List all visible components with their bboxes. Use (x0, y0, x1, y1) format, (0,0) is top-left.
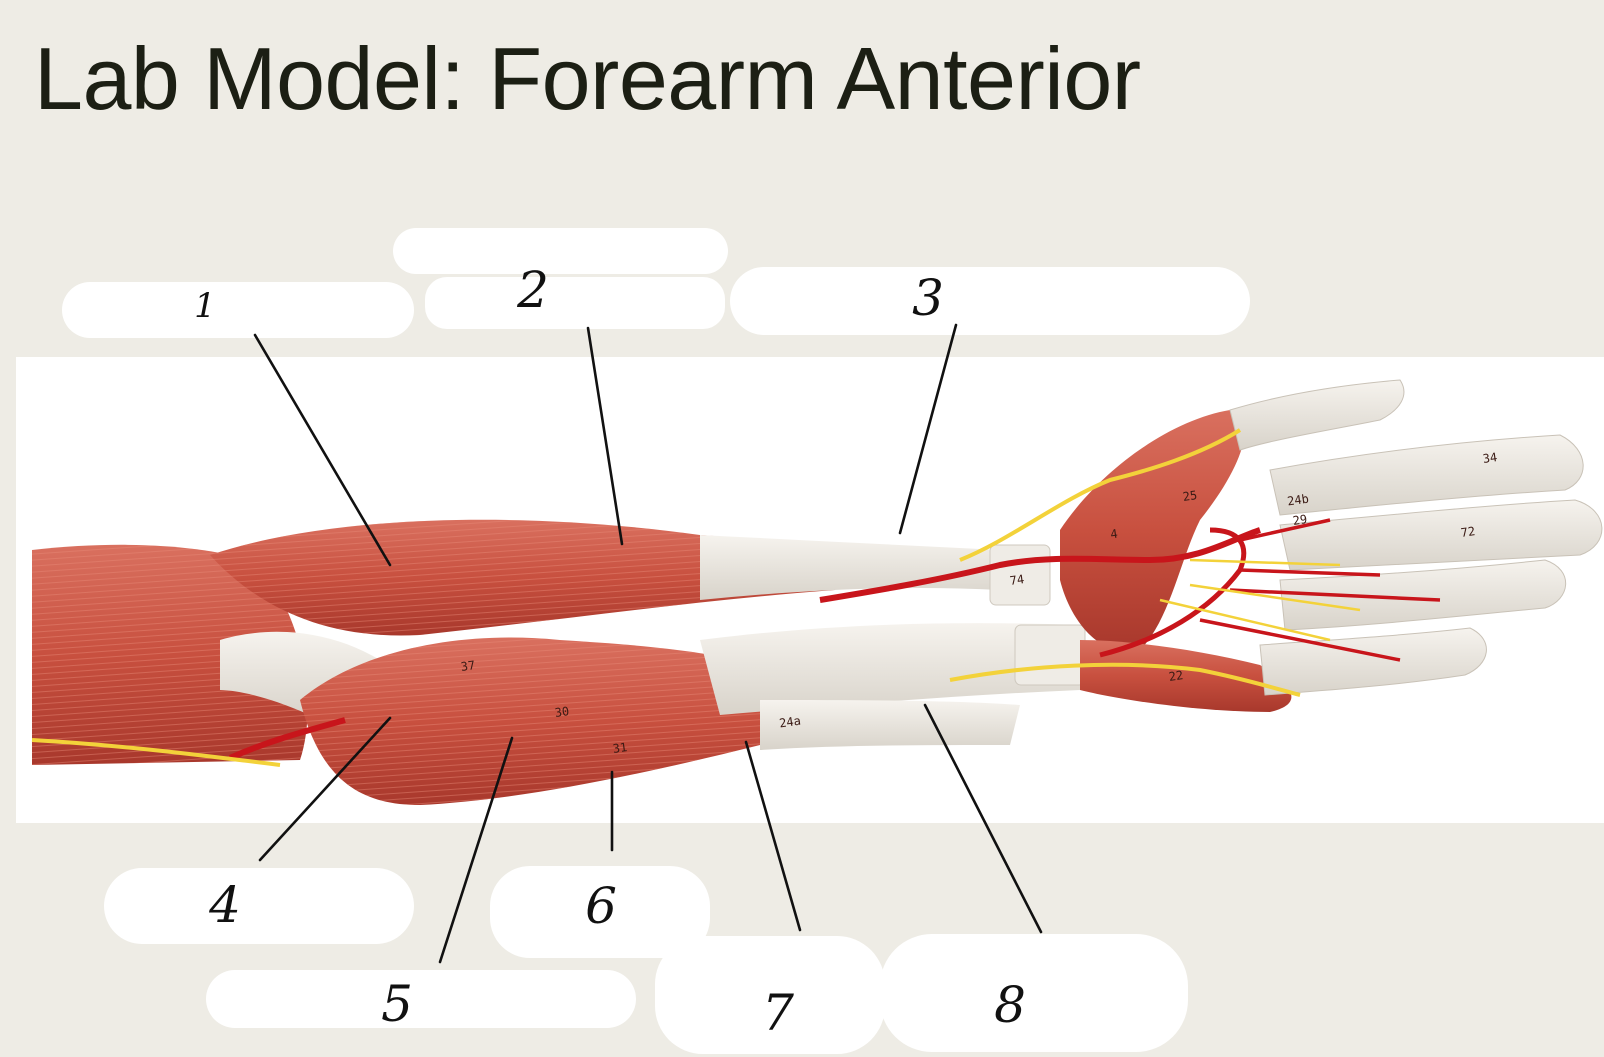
distal-tendon-bottom (760, 700, 1020, 750)
thumb (1229, 379, 1405, 451)
model-number: 4 (1109, 526, 1119, 542)
label-2: 2 (517, 261, 549, 319)
palmar-arch (1099, 527, 1247, 658)
leader-line-3 (898, 323, 958, 535)
distal-tendons-upper (700, 535, 1000, 600)
leader-lines (253, 323, 1043, 964)
model-number: 72 (1459, 524, 1477, 540)
ring-finger (1279, 559, 1567, 631)
ulnar-artery (228, 717, 346, 761)
label-4: 4 (209, 876, 241, 934)
ulnar-nerve (949, 662, 1301, 697)
model-number: 29 (1291, 512, 1309, 528)
label-3: 3 (912, 269, 944, 327)
model-number: 37 (459, 658, 477, 674)
palm-muscle (1080, 640, 1292, 712)
slide-title: Lab Model: Forearm Anterior (34, 29, 1141, 128)
thenar-muscle (1060, 410, 1245, 652)
model-number: 24a (778, 713, 802, 731)
leader-line-7 (744, 740, 802, 932)
leader-line-8 (923, 703, 1043, 934)
label-8: 8 (994, 976, 1026, 1034)
distal-tendons-lower (700, 623, 1080, 715)
digital-arteries (1199, 518, 1441, 662)
label-5: 5 (381, 975, 413, 1033)
leader-line-4 (258, 716, 392, 862)
middle-finger (1279, 499, 1603, 571)
leader-line-1 (253, 333, 392, 567)
label-1: 1 (194, 286, 216, 326)
model-number: 74 (1008, 572, 1026, 588)
label-7: 7 (762, 984, 794, 1042)
digital-nerves (1159, 558, 1361, 642)
forearm-nerve (31, 738, 281, 767)
model-number: 24b (1286, 491, 1310, 509)
label-6: 6 (585, 877, 617, 935)
model-number: 30 (553, 704, 571, 720)
index-finger (1269, 434, 1584, 516)
leader-line-2 (586, 326, 624, 546)
model-number: 31 (611, 740, 629, 756)
radial-artery (819, 527, 1261, 603)
median-nerve (959, 428, 1242, 562)
lower-retinaculum (1014, 624, 1086, 686)
model-number: 22 (1167, 668, 1185, 684)
model-number: 34 (1481, 450, 1499, 466)
model-number: 25 (1181, 488, 1199, 504)
label-cover-blobs (62, 228, 1250, 1054)
leader-line-5 (438, 736, 514, 964)
